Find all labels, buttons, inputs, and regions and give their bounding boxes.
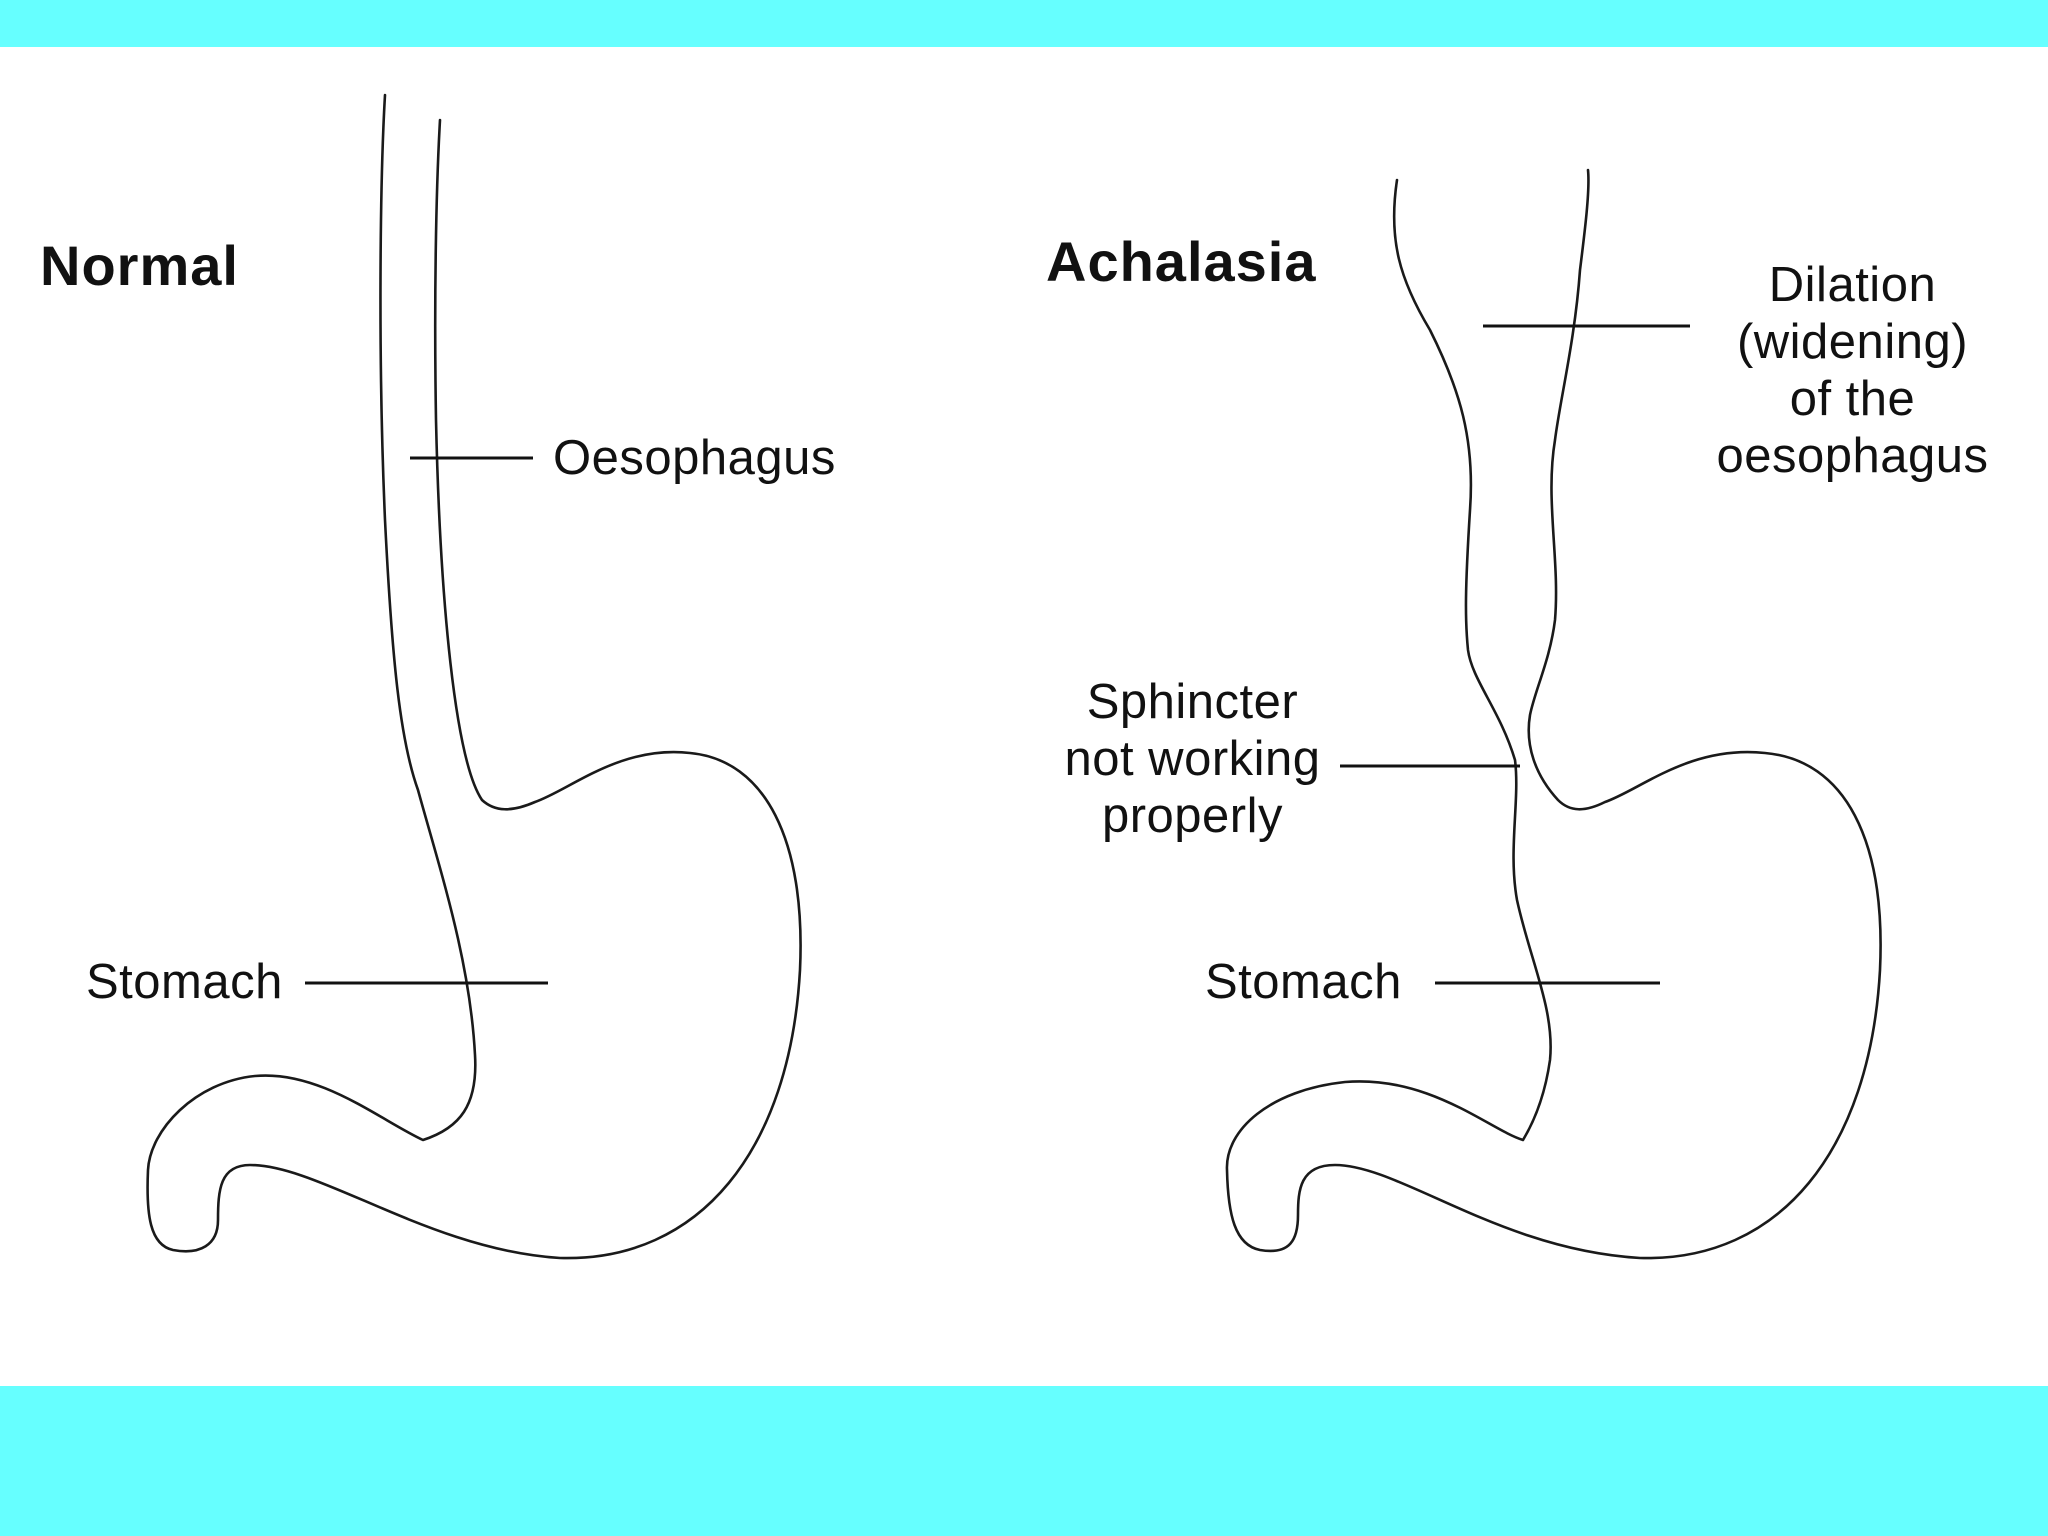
normal-oesophagus-label: Oesophagus bbox=[553, 431, 836, 485]
normal-title: Normal bbox=[40, 234, 239, 297]
achalasia-sphincter-label: Sphincter not working properly bbox=[1064, 675, 1321, 843]
normal-stomach-label: Stomach bbox=[86, 955, 283, 1009]
bottom-color-band bbox=[0, 1386, 2048, 1536]
achalasia-oesophagus-left-wall bbox=[1225, 168, 1882, 1260]
achalasia-title: Achalasia bbox=[1046, 230, 1317, 293]
normal-oesophagus-outer-wall bbox=[146, 93, 802, 1260]
achalasia-stomach-label: Stomach bbox=[1205, 955, 1402, 1009]
achalasia-dilation-label: Dilation (widening) of the oesophagus bbox=[1716, 258, 1989, 483]
top-color-band bbox=[0, 0, 2048, 47]
